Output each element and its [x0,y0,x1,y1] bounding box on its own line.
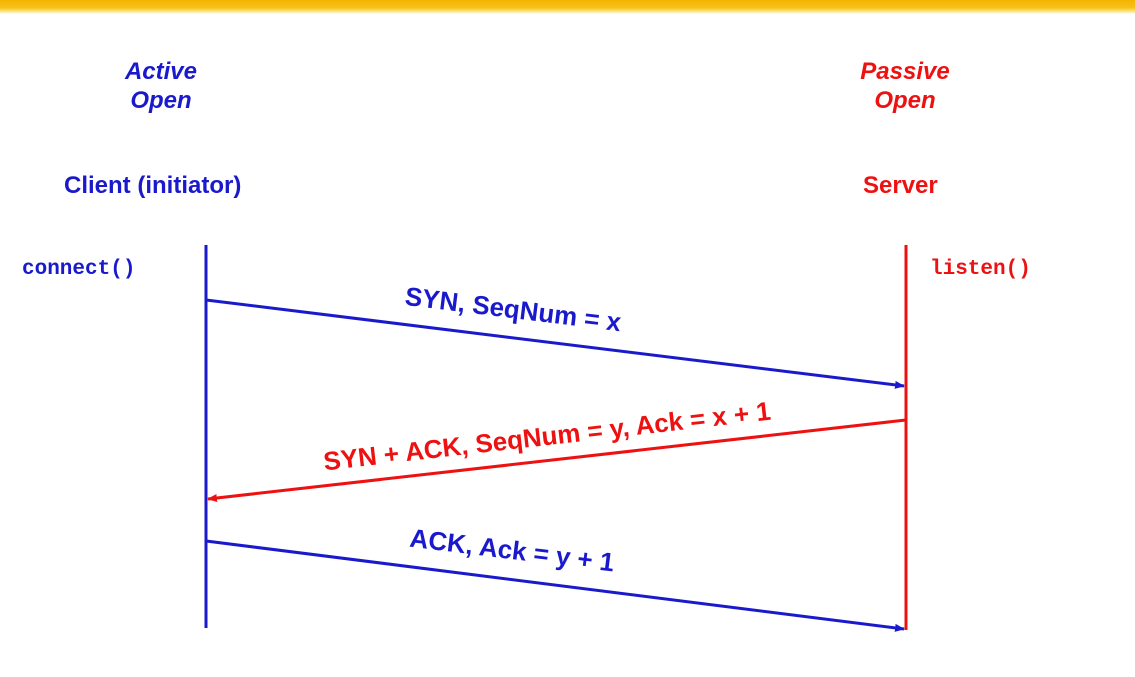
server-role-label: Passive Open [840,57,970,115]
top-accent-bar [0,0,1135,14]
client-call-label: connect() [22,258,136,281]
ack-arrow [205,539,905,632]
syn-arrow [205,298,905,389]
client-name: Client (initiator) [64,172,242,199]
syn-ack-arrow [207,418,907,502]
client-role-line2: Open [130,87,192,114]
server-call-label: listen() [930,258,1031,281]
server-role-line2: Open [874,87,936,114]
server-role-line1: Passive [860,58,950,85]
client-role-line1: Active [124,58,198,85]
server-name: Server [863,172,938,199]
syn-ack-label: SYN + ACK, SeqNum = y, Ack = x + 1 [322,396,772,477]
client-role-label: Active Open [96,57,226,115]
